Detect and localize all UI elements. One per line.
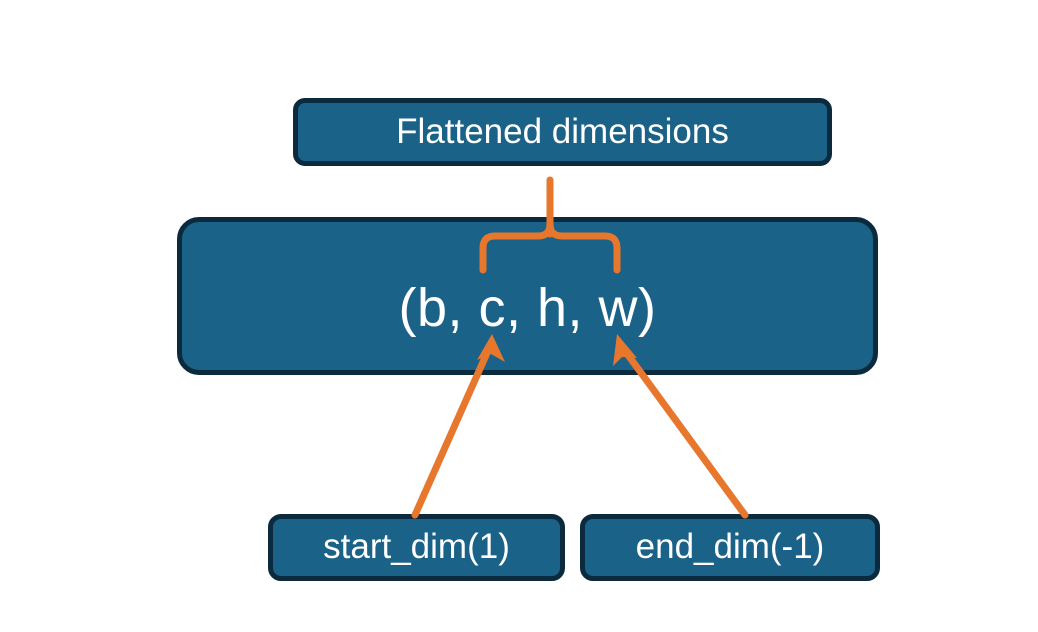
node-flattened-dimensions[interactable]: Flattened dimensions <box>293 98 832 166</box>
node-start-dim-label: start_dim(1) <box>323 527 510 567</box>
node-end-dim[interactable]: end_dim(-1) <box>580 514 880 581</box>
node-flattened-dimensions-label: Flattened dimensions <box>396 111 729 151</box>
node-start-dim[interactable]: start_dim(1) <box>268 514 565 581</box>
node-end-dim-label: end_dim(-1) <box>635 527 825 567</box>
node-shape-tuple[interactable]: (b, c, h, w) <box>177 217 878 375</box>
node-shape-tuple-label: (b, c, h, w) <box>398 277 657 338</box>
